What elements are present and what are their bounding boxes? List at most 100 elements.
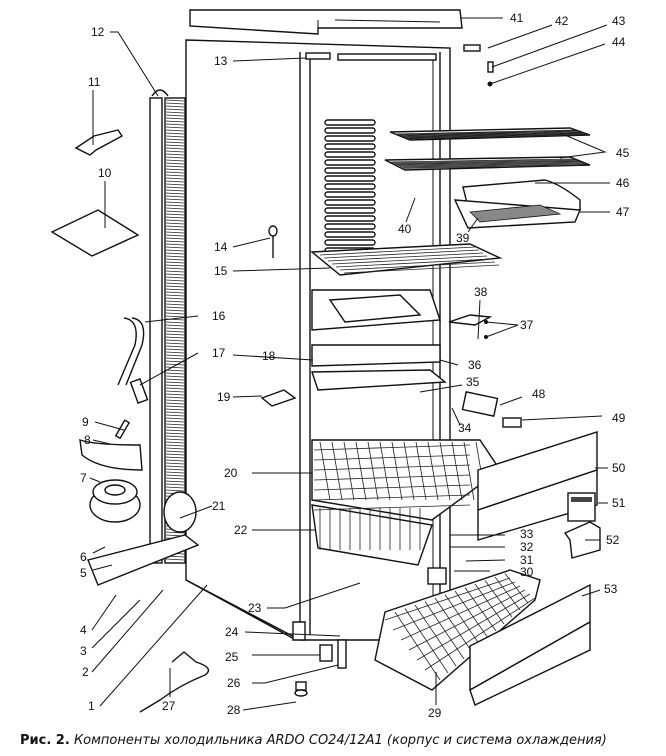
evaporator-fin <box>324 207 376 214</box>
callout-32: 32 <box>520 540 534 554</box>
hatch-line <box>406 133 588 139</box>
callout-5: 5 <box>80 566 87 580</box>
hatch-line <box>313 494 471 501</box>
hatch-line <box>165 417 185 420</box>
hatch-line <box>165 468 185 471</box>
hatch-line <box>165 291 185 294</box>
hatch-line <box>424 601 465 660</box>
hatch-line <box>165 432 185 435</box>
hatch-line <box>165 99 185 102</box>
callout-12: 12 <box>91 25 105 39</box>
hatch-line <box>165 363 185 366</box>
hatch-line <box>165 339 185 342</box>
hatch-line <box>165 420 185 423</box>
hatch-line <box>165 531 185 534</box>
callout-labels: 12 11 10 13 14 15 16 17 18 19 20 21 22 9… <box>80 11 630 720</box>
hatch-line <box>165 126 185 129</box>
callout-24: 24 <box>225 625 239 639</box>
hatch-line <box>165 228 185 231</box>
hatch-line <box>165 153 185 156</box>
hatch-line <box>165 312 185 315</box>
hatch-line <box>165 327 185 330</box>
evaporator-grid <box>324 119 376 254</box>
hatch-line <box>165 138 185 141</box>
hatch-line <box>399 163 586 167</box>
compressor-part <box>79 317 200 586</box>
evaporator-fin <box>324 191 376 198</box>
hatch-line <box>165 435 185 438</box>
evaporator-fin <box>324 143 376 150</box>
hatch-line <box>165 321 185 324</box>
hatch-line <box>415 441 427 501</box>
hatch-line <box>379 441 391 501</box>
callout-46: 46 <box>616 176 630 190</box>
crisper-basket-part <box>374 569 591 706</box>
callout-41: 41 <box>510 11 524 25</box>
hatch-line <box>464 587 497 632</box>
hatch-line <box>165 462 185 465</box>
hatch-line <box>165 558 185 561</box>
hatch-line <box>319 246 476 256</box>
hatch-line <box>165 105 185 108</box>
hatch-line <box>165 162 185 165</box>
drawer-front-part <box>477 431 598 541</box>
callout-16: 16 <box>212 309 226 323</box>
evaporator-fin <box>324 239 376 246</box>
evaporator-fin <box>324 231 376 238</box>
callout-6: 6 <box>80 550 87 564</box>
callout-25: 25 <box>225 650 239 664</box>
caption-text: Компоненты холодильника ARDO CO24/12A1 (… <box>73 733 607 748</box>
hatch-line <box>165 258 185 261</box>
hatch-line <box>165 414 185 417</box>
hatch-line <box>165 300 185 303</box>
hatch-line <box>165 366 185 369</box>
callout-15: 15 <box>214 264 228 278</box>
callout-36: 36 <box>468 358 482 372</box>
leader-lines <box>89 17 610 711</box>
callout-27: 27 <box>162 699 176 713</box>
hatch-line <box>395 161 582 166</box>
hatch-line <box>398 131 580 136</box>
hatch-line <box>165 345 185 348</box>
hatch-line <box>313 474 471 481</box>
hatch-line <box>165 165 185 168</box>
hatch-line <box>454 590 489 639</box>
hatch-line <box>165 387 185 390</box>
hatch-line <box>165 441 185 444</box>
hatch-line <box>427 441 439 501</box>
mid-compartments <box>311 289 447 391</box>
top-cover-part <box>189 9 463 35</box>
hatch-line <box>165 255 185 258</box>
callout-23: 23 <box>248 601 262 615</box>
callout-33: 33 <box>520 527 534 541</box>
hatch-line <box>323 249 480 259</box>
control-panel-part <box>563 492 601 559</box>
hatch-line <box>165 285 185 288</box>
callout-9: 9 <box>82 415 89 429</box>
hatch-line <box>165 201 185 204</box>
hatch-line <box>165 195 185 198</box>
callout-44: 44 <box>612 35 626 49</box>
callout-10: 10 <box>98 166 112 180</box>
hatch-line <box>165 393 185 396</box>
hatch-line <box>165 108 185 111</box>
evaporator-fin <box>324 151 376 158</box>
callout-4: 4 <box>80 623 87 637</box>
evaporator-fin <box>324 119 376 126</box>
hatch-line <box>313 464 471 471</box>
hatch-line <box>397 162 584 166</box>
callout-50: 50 <box>612 461 626 475</box>
callout-8: 8 <box>84 433 91 447</box>
hatch-line <box>463 441 475 501</box>
hatch-line <box>331 255 488 265</box>
hatch-line <box>335 258 492 268</box>
hatch-line <box>165 192 185 195</box>
hatch-line <box>165 282 185 285</box>
callout-38: 38 <box>474 285 488 299</box>
callout-48: 48 <box>532 387 546 401</box>
hatch-line <box>165 114 185 117</box>
hatch-line <box>165 174 185 177</box>
hatch-line <box>165 429 185 432</box>
callout-14: 14 <box>214 240 228 254</box>
hatch-line <box>484 580 513 618</box>
